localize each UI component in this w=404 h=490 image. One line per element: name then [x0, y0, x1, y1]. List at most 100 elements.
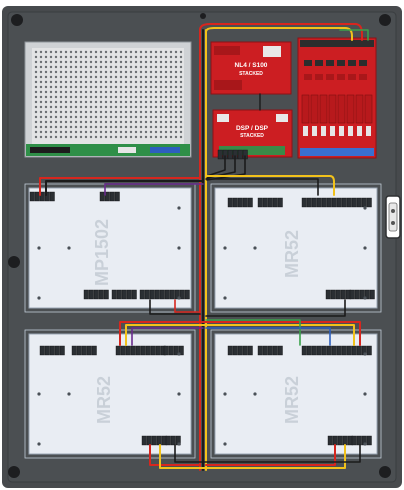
wire-mid-red: [119, 321, 361, 346]
psu-vent-hole: [74, 110, 78, 114]
terminal-block-icon: [341, 197, 347, 208]
psu-vent-hole: [84, 65, 88, 69]
psu-vent-hole: [139, 85, 143, 89]
psu-vent-hole: [139, 65, 143, 69]
psu-vent-hole: [154, 90, 158, 94]
psu-vent-hole: [79, 70, 83, 74]
relay-led: [357, 126, 362, 136]
psu-vent-hole: [54, 80, 58, 84]
psu-vent-hole: [124, 60, 128, 64]
psu-vent-hole: [74, 130, 78, 134]
psu-vent-hole: [44, 130, 48, 134]
psu-vent-hole: [74, 80, 78, 84]
psu-vent-hole: [69, 60, 73, 64]
psu-vent-hole: [174, 90, 178, 94]
psu-vent-hole: [164, 75, 168, 79]
psu-vent-hole: [179, 135, 183, 139]
terminal-block-icon: [277, 345, 283, 356]
terminal-block-icon: [232, 197, 238, 208]
psu-vent-hole: [89, 65, 93, 69]
psu-vent-hole: [84, 85, 88, 89]
board-top-right: MR52: [210, 183, 382, 313]
psu-vent-hole: [179, 125, 183, 129]
psu-vent-hole: [164, 105, 168, 109]
terminal-block-icon: [349, 289, 355, 300]
psu-vent-hole: [114, 80, 118, 84]
terminal-block-icon: [159, 289, 165, 300]
terminal-block-icon: [139, 289, 145, 300]
terminal-block-icon: [71, 345, 77, 356]
psu-vent-hole: [34, 115, 38, 119]
board-standoff: [177, 296, 181, 300]
psu-vent-hole: [134, 110, 138, 114]
psu-vent-hole: [39, 110, 43, 114]
terminal-blocks: [29, 149, 375, 446]
psu-vent-hole: [54, 95, 58, 99]
terminal-block-icon: [311, 345, 317, 356]
psu-vent-hole: [179, 65, 183, 69]
psu-vent-hole: [109, 65, 113, 69]
psu-vent-hole: [64, 85, 68, 89]
psu-vent-hole: [104, 95, 108, 99]
psu-vent-hole: [109, 60, 113, 64]
psu-vent-hole: [59, 95, 63, 99]
terminal-block-icon: [59, 345, 65, 356]
board-standoff: [363, 206, 367, 210]
terminal-block-icon: [114, 191, 120, 202]
psu-vent-hole: [124, 110, 128, 114]
psu-vent-hole: [129, 100, 133, 104]
psu-vent-hole: [119, 55, 123, 59]
psu-vent-hole: [109, 115, 113, 119]
psu-vent-hole: [89, 85, 93, 89]
psu-vent-hole: [114, 95, 118, 99]
terminal-block-icon: [262, 345, 268, 356]
terminal-block-icon: [178, 345, 184, 356]
board-standoff: [37, 296, 41, 300]
wire-h1-red: [39, 177, 201, 196]
psu-vent-hole: [64, 115, 68, 119]
relay-component: [337, 74, 345, 80]
psu-vent-hole: [74, 135, 78, 139]
psu-vent-hole: [124, 90, 128, 94]
terminal-block-icon: [109, 191, 115, 202]
terminal-block-icon: [140, 345, 146, 356]
psu-vent-hole: [64, 80, 68, 84]
terminal-block-icon: [237, 197, 243, 208]
psu-vent-hole: [174, 95, 178, 99]
wire-tl-out-2: [174, 299, 201, 313]
psu-vent-hole: [114, 130, 118, 134]
psu-vent-hole: [54, 115, 58, 119]
wire-h1-right-yellow: [205, 175, 335, 196]
psu-vent-hole: [64, 70, 68, 74]
psu-vent-hole: [124, 100, 128, 104]
relay-component: [348, 74, 356, 80]
psu-vent-hole: [74, 55, 78, 59]
terminal-block-icon: [184, 289, 190, 300]
psu-vent-hole: [124, 80, 128, 84]
psu-vent-hole: [124, 115, 128, 119]
terminal-block-icon: [326, 345, 332, 356]
psu-vent-hole: [164, 110, 168, 114]
terminal-block-icon: [267, 197, 273, 208]
psu-vent-hole: [169, 70, 173, 74]
terminal-block-icon: [340, 289, 346, 300]
terminal-block-icon: [29, 191, 35, 202]
psu-vent-hole: [144, 135, 148, 139]
terminal-block-icon: [154, 289, 160, 300]
mounting-hole-icon: [379, 466, 391, 478]
psu-vent-hole: [104, 70, 108, 74]
psu-vent-hole: [69, 70, 73, 74]
relay-led: [303, 126, 308, 136]
psu-vent-hole: [94, 85, 98, 89]
terminal-block-icon: [156, 435, 162, 446]
relay-led: [366, 126, 371, 136]
psu-vent-hole: [149, 75, 153, 79]
psu-vent-hole: [174, 120, 178, 124]
board-standoff: [223, 296, 227, 300]
psu-vent-hole: [149, 100, 153, 104]
psu-vent-hole: [169, 75, 173, 79]
terminal-block-icon: [168, 345, 174, 356]
terminal-block-icon: [151, 435, 157, 446]
psu-vent-hole: [114, 135, 118, 139]
psu-vent-hole: [139, 70, 143, 74]
